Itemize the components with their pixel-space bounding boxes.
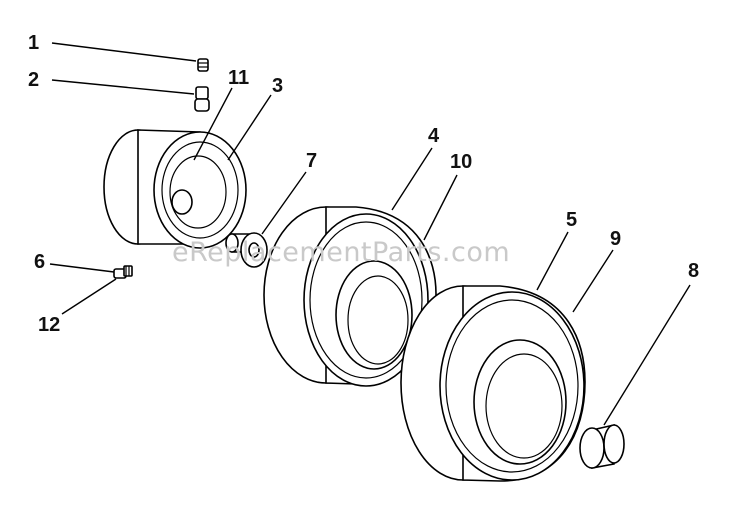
callout-8: 8 (688, 260, 699, 282)
valve-cap (197, 58, 209, 72)
callout-9: 9 (610, 228, 621, 250)
bearing-sleeve (579, 423, 625, 469)
callout-6: 6 (34, 251, 45, 273)
callout-2: 2 (28, 69, 39, 91)
leader-lines (49, 42, 691, 426)
bushing-part (225, 232, 268, 268)
rear-tire (400, 285, 586, 482)
callout-3: 3 (272, 75, 283, 97)
callout-11: 11 (228, 67, 249, 89)
callout-10: 10 (450, 151, 472, 173)
callout-5: 5 (566, 209, 577, 231)
grease-fitting (113, 265, 133, 279)
callout-7: 7 (306, 150, 317, 172)
callout-12: 12 (38, 314, 60, 336)
watermark-text: eReplacementParts.com (172, 237, 510, 268)
valve-stem (194, 86, 210, 112)
wheel-rim (103, 129, 247, 249)
callout-4: 4 (428, 125, 440, 147)
callout-1: 1 (28, 32, 39, 54)
